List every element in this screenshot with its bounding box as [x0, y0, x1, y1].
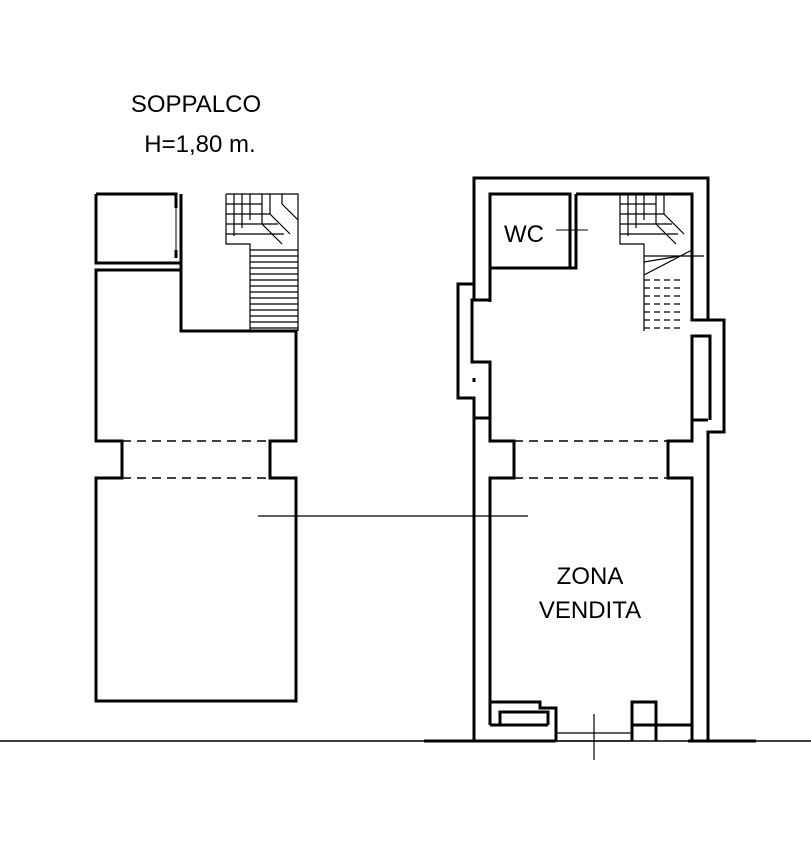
wc-room [490, 192, 578, 270]
mezzanine-staircase [225, 193, 299, 331]
ground-inner-wall-right [630, 334, 712, 741]
wc-label: WC [504, 221, 544, 248]
ground-inner-wall-left-bay [470, 298, 492, 418]
mezzanine-height: H=1,80 m. [144, 131, 255, 158]
ground-inner-wall-top-right [576, 192, 708, 322]
sales-area-label-line2: VENDITA [539, 597, 641, 624]
ground-inner-wall [472, 298, 516, 725]
ground-floor-plan [0, 176, 811, 760]
ground-outer-wall [456, 176, 726, 743]
mezzanine-closet [94, 192, 183, 265]
mezzanine-plan [94, 192, 528, 703]
mezzanine-outline [94, 262, 298, 703]
entrance-right-jamb [630, 700, 658, 741]
entrance-left-jamb [488, 700, 558, 741]
mezzanine-title: SOPPALCO [131, 91, 261, 118]
sales-area-label-line1: ZONA [557, 563, 624, 590]
ground-staircase [619, 194, 704, 331]
